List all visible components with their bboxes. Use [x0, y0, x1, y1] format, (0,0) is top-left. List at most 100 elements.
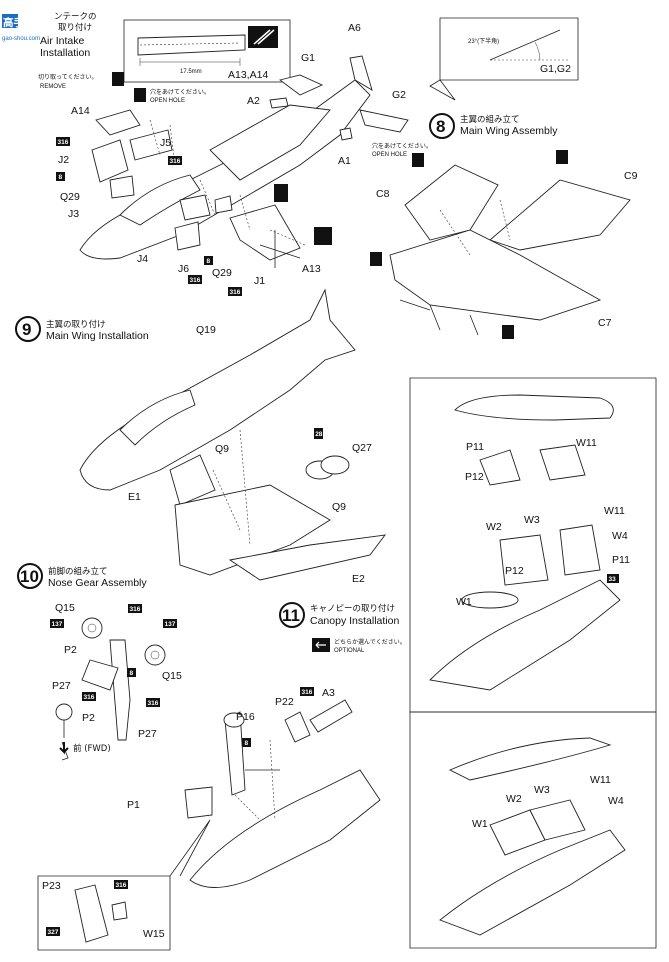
svg-text:A13: A13 [302, 263, 321, 275]
svg-text:Nose Gear Assembly: Nose Gear Assembly [48, 577, 147, 589]
svg-text:10: 10 [20, 567, 39, 586]
svg-text:Main Wing Installation: Main Wing Installation [46, 330, 149, 342]
svg-text:W11: W11 [576, 437, 597, 449]
svg-text:W1: W1 [472, 818, 488, 830]
svg-text:C9: C9 [624, 170, 638, 182]
intake-title-en1: Air Intake [40, 35, 85, 47]
svg-text:P1: P1 [127, 799, 140, 811]
knife-icon [112, 72, 124, 86]
drill-icon [556, 150, 568, 164]
step7-labels: A6 G1 A2 G2 A1 A14 J5 J2 Q29 J3 J4 J6 Q2… [58, 22, 406, 287]
step10-header: 10 前脚の組み立て Nose Gear Assembly [17, 563, 147, 589]
svg-text:Q15: Q15 [55, 602, 75, 614]
svg-text:W11: W11 [590, 774, 611, 786]
paint-chips-step7: 316 8 316 8 316 316 [56, 137, 332, 296]
svg-text:316: 316 [58, 139, 69, 146]
site-logo: 高手网 gao-shou.com [2, 14, 40, 42]
svg-text:P12: P12 [465, 471, 484, 483]
svg-text:8: 8 [436, 117, 445, 136]
svg-text:J1: J1 [254, 275, 265, 287]
svg-text:W2: W2 [506, 793, 522, 805]
intake-title-en2: Installation [40, 47, 90, 59]
svg-text:8: 8 [207, 258, 211, 265]
parts-a13-a14: A13,A14 [228, 69, 268, 81]
svg-text:C7: C7 [598, 317, 612, 329]
svg-text:W3: W3 [524, 514, 540, 526]
svg-text:316: 316 [84, 694, 95, 701]
svg-text:どちらか選んでください。: どちらか選んでください。 [334, 638, 406, 646]
svg-text:8: 8 [245, 740, 249, 747]
svg-text:8: 8 [59, 174, 63, 181]
parts-g1-g2: G1,G2 [540, 63, 571, 75]
svg-text:P2: P2 [64, 644, 77, 656]
svg-text:W2: W2 [486, 521, 502, 533]
svg-text:Q29: Q29 [212, 267, 232, 279]
step11-header: 11 キャノピーの取り付け Canopy Installation どちらか選ん… [279, 602, 406, 654]
svg-text:A3: A3 [322, 687, 335, 699]
svg-text:316: 316 [116, 882, 127, 889]
canopy-upper-frame: P11 W11 P12 W11 W2 W3 W4 P11 P12 W1 33 [409, 377, 657, 713]
svg-text:Q19: Q19 [196, 324, 216, 336]
svg-text:穴をあけてください。: 穴をあけてください。 [150, 88, 210, 96]
svg-text:137: 137 [52, 621, 63, 628]
svg-text:主翼の組み立て: 主翼の組み立て [460, 114, 520, 125]
intake-title-jp2: 取り付け [58, 22, 92, 33]
step8-header: 8 主翼の組み立て Main Wing Assembly [429, 113, 558, 139]
svg-text:OPEN HOLE: OPEN HOLE [372, 152, 407, 158]
svg-text:J5: J5 [160, 137, 171, 149]
svg-text:P16: P16 [236, 711, 255, 723]
logo-url: gao-shou.com [2, 36, 40, 42]
fuselage-top-drawing [79, 55, 409, 268]
svg-text:C8: C8 [376, 188, 390, 200]
svg-text:P11: P11 [466, 441, 484, 453]
svg-text:前脚の組み立て: 前脚の組み立て [48, 566, 108, 577]
svg-text:J2: J2 [58, 154, 69, 166]
svg-text:316: 316 [148, 700, 159, 707]
logo-text: 高手网 [3, 16, 35, 29]
svg-text:G1: G1 [301, 52, 315, 64]
svg-text:OPEN HOLE: OPEN HOLE [150, 98, 185, 104]
nose-gear-install-drawing: P16 P22 A3 P1 8 316 [127, 687, 381, 888]
svg-text:Canopy Installation: Canopy Installation [310, 615, 399, 627]
svg-text:Q9: Q9 [215, 443, 229, 455]
angle-label: 23°(下半角) [468, 37, 499, 45]
drill-icon [412, 153, 424, 167]
svg-text:327: 327 [48, 929, 59, 936]
svg-text:穴をあけてください。: 穴をあけてください。 [372, 142, 432, 150]
hole-note: 穴をあけてください。 OPEN HOLE [134, 88, 210, 104]
svg-text:316: 316 [190, 277, 201, 284]
svg-text:316: 316 [230, 289, 241, 296]
knife-icon [314, 227, 332, 245]
svg-text:Q29: Q29 [60, 191, 80, 203]
svg-text:W3: W3 [534, 784, 550, 796]
drill-icon [502, 325, 514, 339]
svg-text:316: 316 [302, 689, 313, 696]
svg-text:137: 137 [165, 621, 176, 628]
svg-text:Q15: Q15 [162, 670, 182, 682]
svg-text:33: 33 [609, 576, 617, 583]
svg-text:P23: P23 [42, 880, 61, 892]
svg-text:Q27: Q27 [352, 442, 372, 454]
svg-text:G2: G2 [392, 89, 406, 101]
intake-title-jp: ンテークの [54, 12, 97, 22]
svg-text:E2: E2 [352, 573, 365, 585]
svg-text:J3: J3 [68, 208, 79, 220]
svg-text:W11: W11 [604, 505, 625, 517]
angle-detail-box: 23°(下半角) G1,G2 [429, 17, 579, 101]
step8-drawing: 穴をあけてください。 OPEN HOLE C8 C9 C7 [370, 142, 638, 339]
drill-icon [134, 88, 146, 102]
svg-text:P27: P27 [138, 728, 157, 740]
hole-icon [274, 184, 288, 202]
svg-text:P2: P2 [82, 712, 95, 724]
svg-text:A1: A1 [338, 155, 351, 167]
drill-icon [370, 252, 382, 266]
svg-text:OPTIONAL: OPTIONAL [334, 648, 365, 654]
svg-text:A2: A2 [247, 95, 260, 107]
svg-text:E1: E1 [128, 491, 141, 503]
svg-text:キャノピーの取り付け: キャノピーの取り付け [310, 603, 395, 614]
svg-text:8: 8 [130, 670, 134, 677]
svg-text:11: 11 [282, 606, 300, 625]
svg-text:P11: P11 [612, 554, 630, 566]
svg-text:切り取ってください。: 切り取ってください。 [38, 74, 98, 81]
